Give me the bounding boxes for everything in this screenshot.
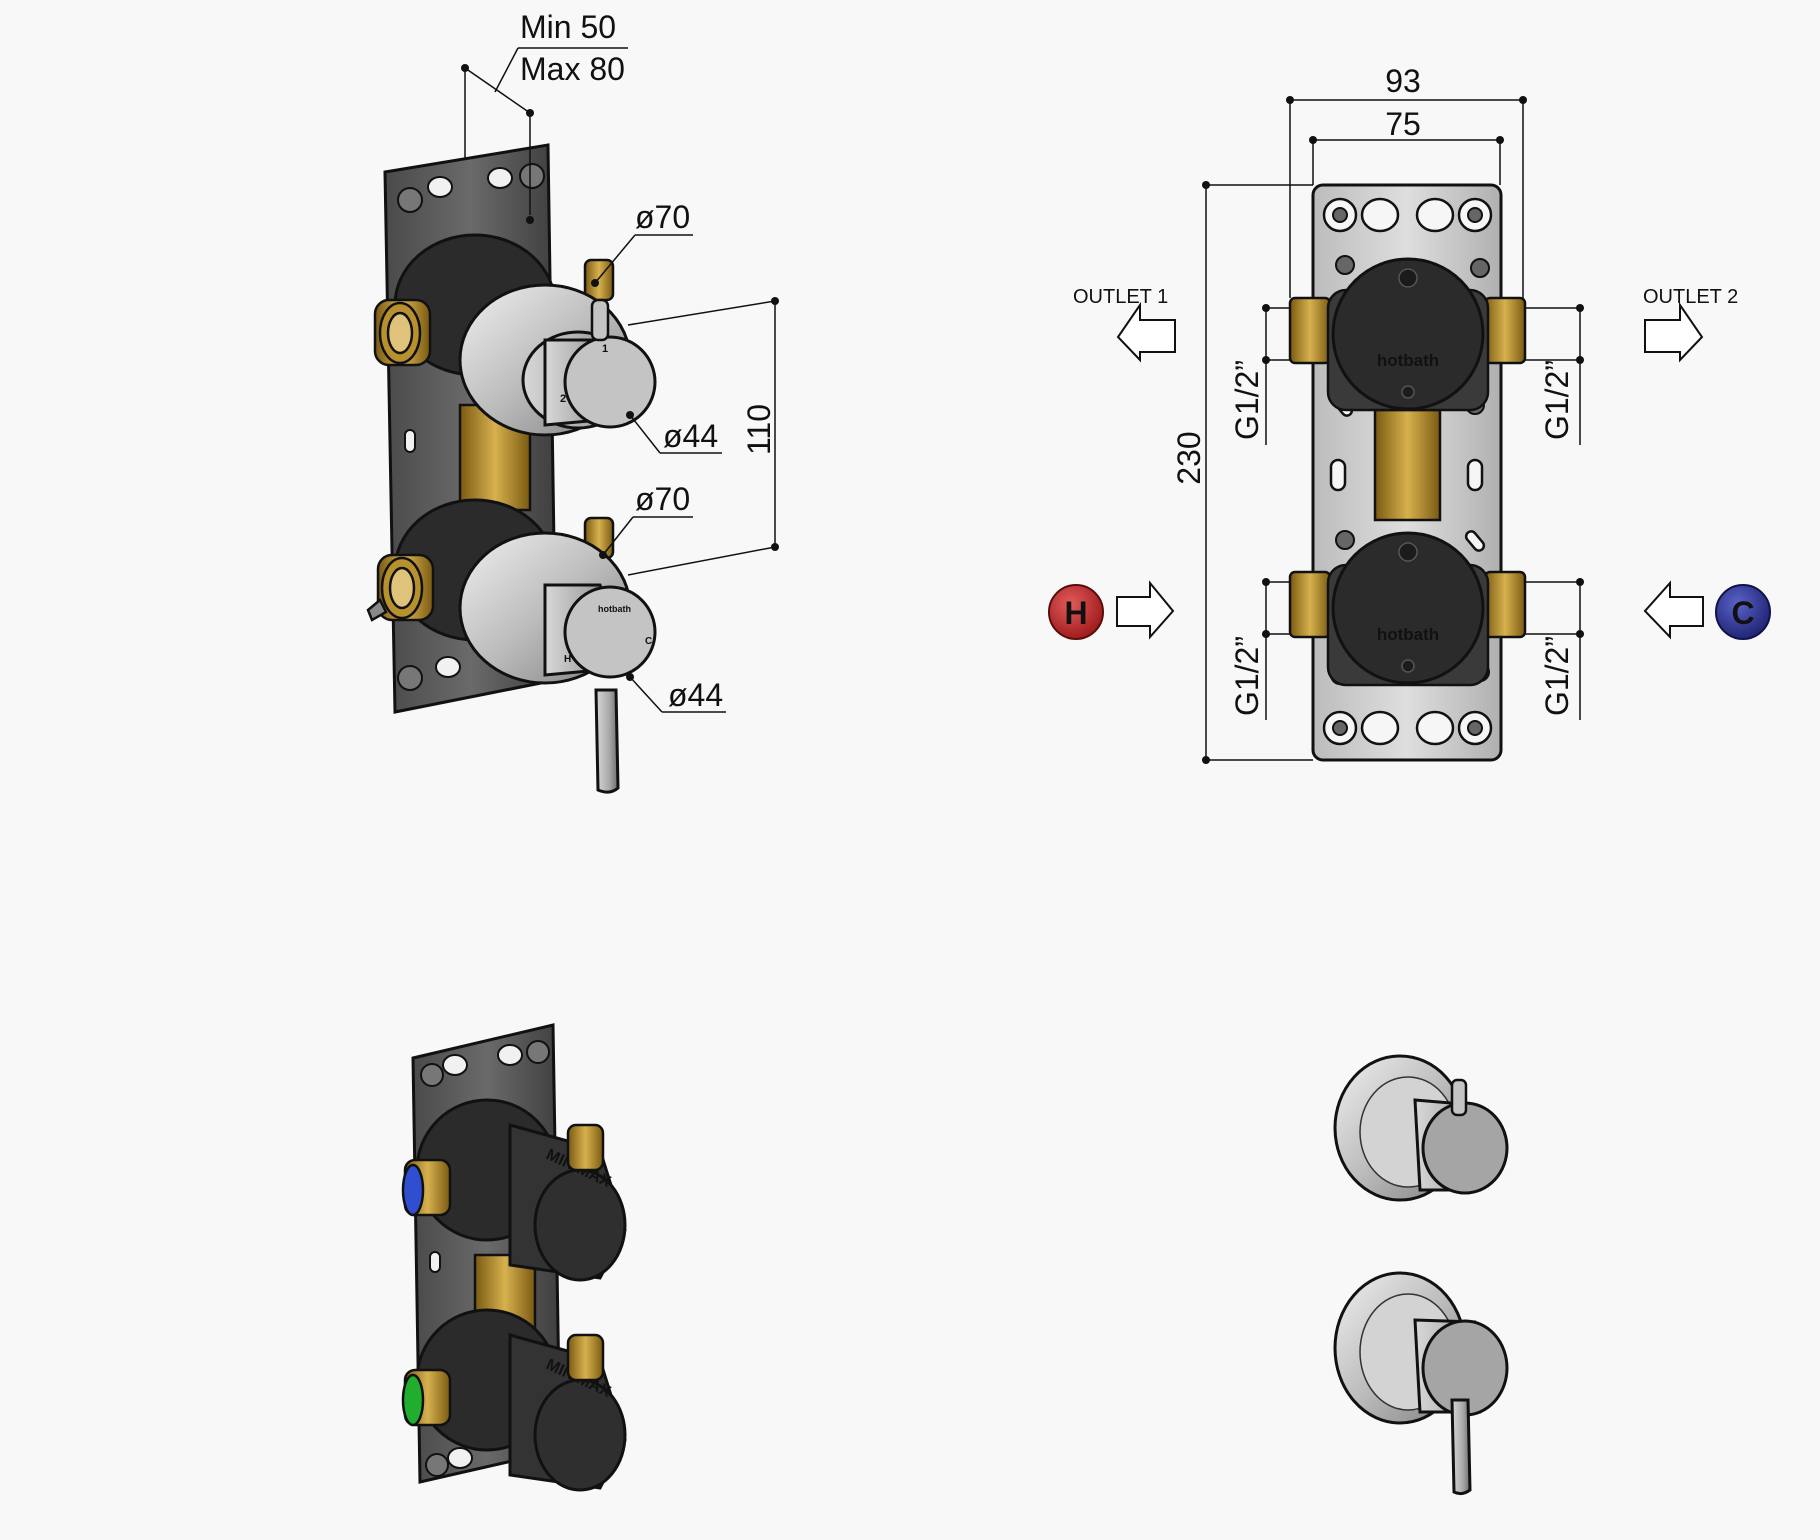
outlet-2-arrow-icon <box>1644 301 1704 363</box>
installed-valve-3d-view: 1 2 hotbath H C <box>366 9 779 794</box>
width-inner-label: 75 <box>1385 106 1421 142</box>
dimension-lines-front <box>1202 96 1584 764</box>
front-view-drawing: hotbath hotbath <box>1048 63 1771 764</box>
hot-inlet-arrow-icon <box>1116 580 1175 640</box>
hot-inlet-letter: H <box>1064 595 1087 631</box>
bottom-knob-mark-c: C <box>645 636 652 647</box>
thread-right-top-label: G1/2” <box>1539 360 1575 440</box>
rosette-top-diameter: ø70 <box>635 199 690 235</box>
outlet-1-label: OUTLET 1 <box>1073 286 1168 308</box>
top-knob-mark-1: 1 <box>602 343 608 355</box>
width-outer-label: 93 <box>1385 63 1421 99</box>
cold-inlet-letter: C <box>1731 595 1754 631</box>
built-in-body-3d: MIN MAX MIN MAX <box>401 1023 627 1492</box>
knob-bottom-diameter: ø44 <box>668 677 723 713</box>
depth-max-label: Max 80 <box>520 51 625 87</box>
depth-min-label: Min 50 <box>520 9 616 45</box>
brand-top: hotbath <box>1377 351 1439 370</box>
center-distance-label: 110 <box>741 404 777 455</box>
height-total-label: 230 <box>1171 431 1207 484</box>
brand-bottom: hotbath <box>1377 625 1439 644</box>
thread-right-bottom-label: G1/2” <box>1539 636 1575 716</box>
bottom-knob-brand: hotbath <box>598 604 631 614</box>
thread-left-bottom-label: G1/2” <box>1229 636 1265 716</box>
top-knob-mark-2: 2 <box>560 393 566 405</box>
dimension-lines-3d <box>461 47 779 713</box>
rosette-bottom-diameter: ø70 <box>635 481 690 517</box>
thread-left-top-label: G1/2” <box>1229 360 1265 440</box>
cold-inlet-badge <box>1715 584 1771 640</box>
outlet-2-label: OUTLET 2 <box>1643 286 1738 308</box>
cold-inlet-arrow-icon <box>1643 580 1704 640</box>
bottom-knob-mark-h: H <box>564 654 571 665</box>
knob-top-diameter: ø44 <box>663 418 718 454</box>
hot-inlet-badge <box>1048 584 1104 640</box>
finishing-set-3d <box>1333 1054 1509 1496</box>
outlet-1-arrow-icon <box>1116 301 1176 363</box>
